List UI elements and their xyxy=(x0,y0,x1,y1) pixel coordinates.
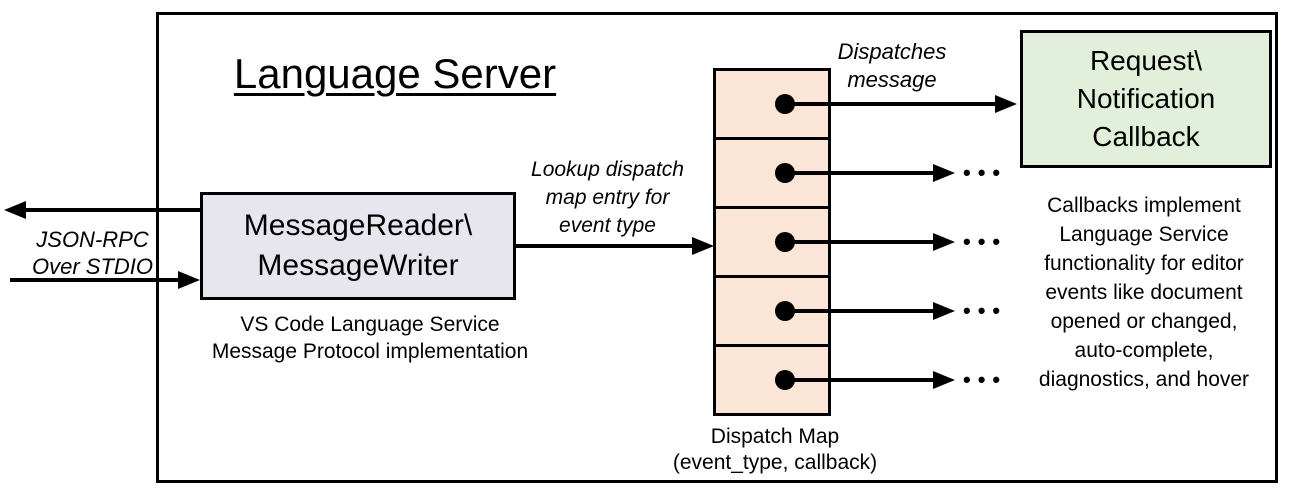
dispatch-map xyxy=(713,68,831,416)
dispatch-arrow-line-4 xyxy=(785,309,935,313)
dispatch-arrowhead-icon-5 xyxy=(933,371,955,389)
more-callbacks-ellipsis: ••• xyxy=(963,160,1008,185)
dispatch-map-caption: Dispatch Map (event_type, callback) xyxy=(672,425,878,474)
language-server-boundary xyxy=(156,12,1278,483)
dispatch-arrow-line-1 xyxy=(785,102,997,106)
callbacks-note: Callbacks implement Language Service fun… xyxy=(1038,194,1250,391)
stdio-label: JSON-RPC Over STDIO xyxy=(31,227,153,279)
message-reader-writer-box: MessageReader\ MessageWriter xyxy=(200,192,516,300)
stdio-in-arrow-line xyxy=(10,278,180,282)
more-callbacks-ellipsis: ••• xyxy=(963,367,1008,392)
lookup-arrowhead-icon xyxy=(692,237,714,255)
dispatch-arrowhead-icon-2 xyxy=(933,164,955,182)
dispatch-arrowhead-icon-3 xyxy=(933,233,955,251)
diagram-title-text: Language Server xyxy=(233,50,557,97)
dispatch-arrow-line-5 xyxy=(785,378,935,382)
diagram-title: Language Server xyxy=(195,50,595,98)
stdio-out-arrow-line xyxy=(24,208,200,212)
message-box-caption: VS Code Language Service Message Protoco… xyxy=(211,313,529,363)
dispatch-arrow-line-2 xyxy=(785,171,935,175)
lookup-arrow-label: Lookup dispatch map entry for event type xyxy=(531,158,684,237)
more-callbacks-ellipsis: ••• xyxy=(963,229,1008,254)
dispatch-arrow-line-3 xyxy=(785,240,935,244)
lookup-arrow-line xyxy=(516,244,694,248)
dispatches-message-label: Dispatches message xyxy=(837,39,947,92)
more-callbacks-ellipsis: ••• xyxy=(963,298,1008,323)
stdio-out-arrowhead-icon xyxy=(4,201,26,219)
request-notification-callback-box: Request\ Notification Callback xyxy=(1020,30,1272,168)
stdio-in-arrowhead-icon xyxy=(178,271,200,289)
dispatch-arrowhead-icon-4 xyxy=(933,302,955,320)
dispatch-arrowhead-icon-1 xyxy=(995,95,1017,113)
